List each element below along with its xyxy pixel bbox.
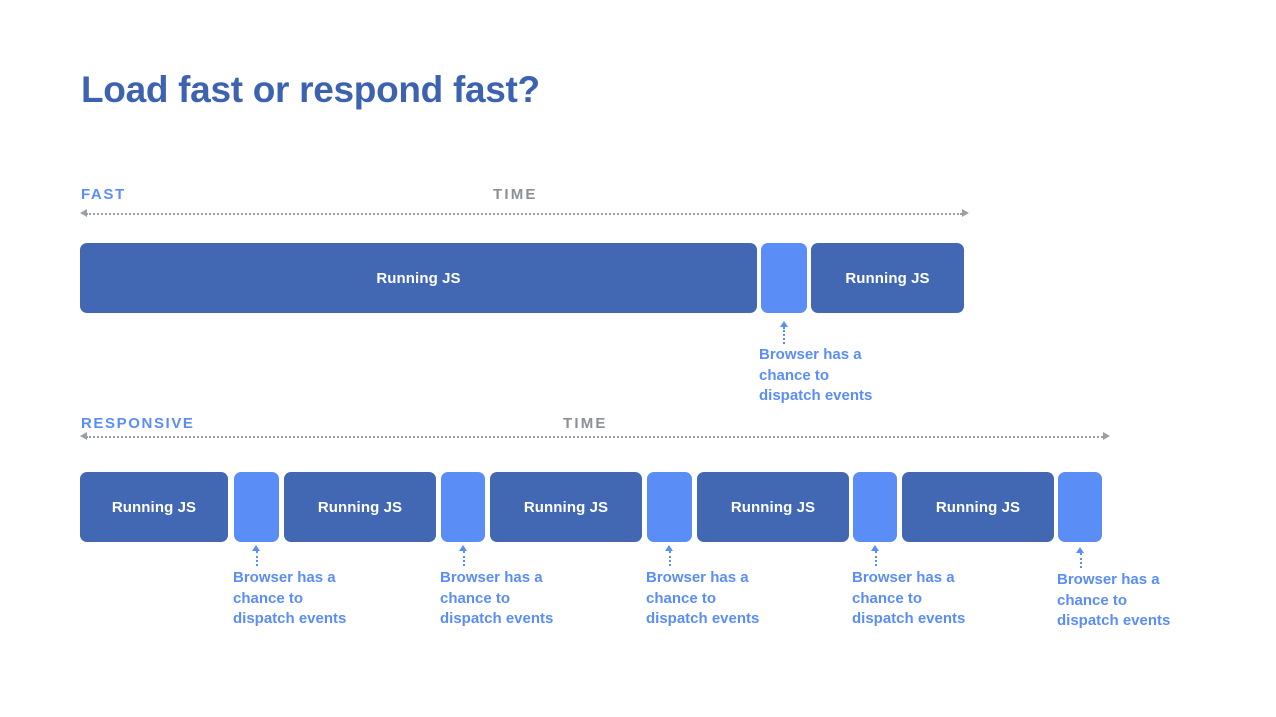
callout-stem bbox=[462, 551, 465, 566]
section-label-responsive: RESPONSIVE bbox=[81, 415, 195, 432]
arrow-up-icon bbox=[459, 545, 467, 551]
arrow-left-icon bbox=[80, 209, 87, 217]
callout-stem bbox=[255, 551, 258, 566]
callout-stem bbox=[1079, 553, 1082, 568]
axis-dotted-line bbox=[86, 436, 1103, 438]
arrow-up-icon bbox=[252, 545, 260, 551]
timeline-block-running-js[interactable]: Running JS bbox=[811, 243, 964, 313]
block-label: Running JS bbox=[376, 269, 461, 287]
block-label: Running JS bbox=[523, 498, 609, 516]
axis-dotted-line bbox=[86, 213, 962, 215]
timeline-block-idle-gap[interactable] bbox=[1058, 472, 1102, 542]
timeline-block-idle-gap[interactable] bbox=[647, 472, 692, 542]
timeline-block-running-js[interactable]: Running JS bbox=[80, 472, 228, 542]
timeline-block-running-js[interactable]: Running JS bbox=[80, 243, 757, 313]
callout-stem bbox=[874, 551, 877, 566]
timeline-block-idle-gap[interactable] bbox=[234, 472, 279, 542]
arrow-left-icon bbox=[80, 432, 87, 440]
time-label-responsive: TIME bbox=[563, 415, 608, 432]
callout-stem bbox=[668, 551, 671, 566]
section-label-fast: FAST bbox=[81, 186, 126, 203]
arrow-up-icon bbox=[871, 545, 879, 551]
timeline-block-idle-gap[interactable] bbox=[853, 472, 897, 542]
time-label-fast: TIME bbox=[493, 186, 538, 203]
arrow-right-icon bbox=[1103, 432, 1110, 440]
callout-text: Browser has a chance to dispatch events bbox=[646, 569, 760, 627]
timeline-block-running-js[interactable]: Running JS bbox=[284, 472, 436, 542]
block-label: Running JS bbox=[111, 498, 197, 516]
callout-text: Browser has a chance to dispatch events bbox=[759, 346, 873, 404]
time-axis-fast bbox=[80, 209, 969, 218]
callout-text: Browser has a chance to dispatch events bbox=[233, 569, 347, 627]
block-label: Running JS bbox=[845, 269, 930, 287]
arrow-right-icon bbox=[962, 209, 969, 217]
callout-text: Browser has a chance to dispatch events bbox=[1057, 571, 1171, 629]
timeline-block-running-js[interactable]: Running JS bbox=[902, 472, 1054, 542]
timeline-block-running-js[interactable]: Running JS bbox=[697, 472, 849, 542]
timeline-block-idle-gap[interactable] bbox=[761, 243, 807, 313]
block-label: Running JS bbox=[317, 498, 403, 516]
callout-text: Browser has a chance to dispatch events bbox=[440, 569, 554, 627]
timeline-block-running-js[interactable]: Running JS bbox=[490, 472, 642, 542]
arrow-up-icon bbox=[665, 545, 673, 551]
block-label: Running JS bbox=[730, 498, 816, 516]
block-label: Running JS bbox=[935, 498, 1021, 516]
page-title: Load fast or respond fast? bbox=[81, 69, 540, 110]
callout-stem bbox=[783, 327, 785, 344]
timeline-block-idle-gap[interactable] bbox=[441, 472, 485, 542]
callout-text: Browser has a chance to dispatch events bbox=[852, 569, 966, 627]
time-axis-responsive bbox=[80, 432, 1110, 441]
arrow-up-icon bbox=[1076, 547, 1084, 553]
arrow-up-icon bbox=[779, 321, 788, 327]
